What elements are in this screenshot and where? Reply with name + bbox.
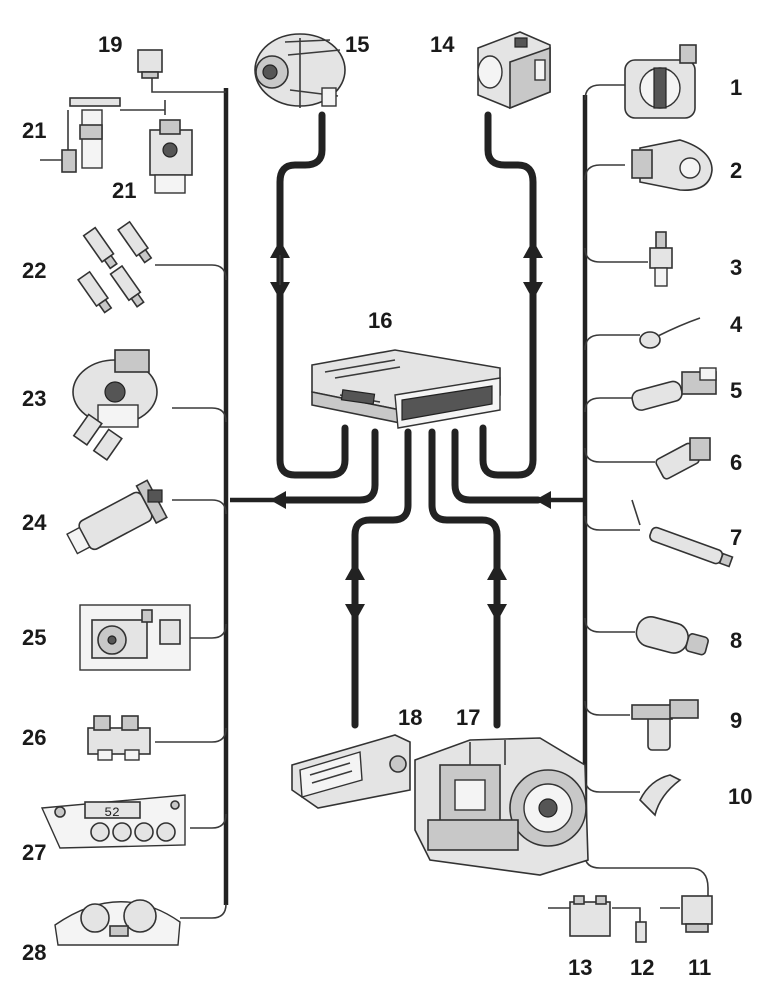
brake-pedal-switch bbox=[639, 774, 682, 817]
coolant-temperature-sensor bbox=[649, 231, 673, 287]
label-21-regulator: 21 bbox=[112, 178, 136, 203]
wire-25 bbox=[190, 623, 227, 639]
knock-sensor bbox=[639, 317, 701, 349]
label-15: 15 bbox=[345, 32, 369, 57]
label-17: 17 bbox=[456, 705, 480, 730]
label-11: 11 bbox=[688, 955, 711, 980]
fuel-pressure-regulator bbox=[149, 119, 193, 194]
wire-1 bbox=[584, 84, 625, 101]
label-24: 24 bbox=[22, 510, 47, 535]
wire-23 bbox=[172, 407, 227, 423]
fuel-pump bbox=[40, 97, 121, 173]
ignition-coil bbox=[87, 715, 151, 761]
link-17 bbox=[428, 428, 501, 729]
label-26: 26 bbox=[22, 725, 46, 750]
label-4: 4 bbox=[730, 312, 743, 337]
wire-battery bbox=[548, 907, 680, 925]
idle-air-control-valve bbox=[66, 479, 168, 555]
wire-24 bbox=[172, 499, 227, 515]
label-3: 3 bbox=[730, 255, 742, 280]
label-13: 13 bbox=[568, 955, 592, 980]
camshaft-position-sensor bbox=[655, 437, 711, 480]
link-18 bbox=[351, 428, 412, 729]
abs-modulator bbox=[477, 31, 551, 110]
label-6: 6 bbox=[730, 450, 742, 475]
label-23: 23 bbox=[22, 386, 46, 411]
arrow-15 bbox=[270, 240, 290, 300]
vehicle-speed-sensor bbox=[631, 699, 699, 751]
label-19: 19 bbox=[98, 32, 122, 57]
throttle-position-sensor bbox=[631, 139, 713, 191]
label-9: 9 bbox=[730, 708, 742, 733]
arrow-17 bbox=[487, 562, 507, 622]
panel-display-value: 52 bbox=[104, 805, 120, 820]
wire-9 bbox=[584, 700, 630, 716]
label-1: 1 bbox=[730, 75, 742, 100]
arrow-18 bbox=[345, 562, 365, 622]
wire-2 bbox=[584, 164, 625, 181]
wire-21-pump bbox=[120, 100, 166, 115]
wire-4 bbox=[584, 334, 640, 351]
arrow-14 bbox=[523, 240, 543, 300]
label-21-pump: 21 bbox=[22, 118, 46, 143]
wire-22 bbox=[155, 264, 227, 281]
output-to-left-bus bbox=[278, 428, 379, 504]
wire-6 bbox=[584, 447, 655, 463]
relay-19 bbox=[137, 49, 163, 79]
wire-10 bbox=[584, 777, 640, 793]
label-22: 22 bbox=[22, 258, 46, 283]
fuse-12 bbox=[635, 921, 647, 943]
distributor bbox=[72, 349, 158, 462]
battery-13 bbox=[569, 895, 611, 937]
wire-27 bbox=[190, 813, 227, 829]
label-25: 25 bbox=[22, 625, 46, 650]
instrument-panel-27: 52 bbox=[40, 794, 186, 849]
instrument-cluster bbox=[54, 899, 181, 946]
label-16: 16 bbox=[368, 308, 392, 333]
wire-7 bbox=[584, 515, 640, 531]
oxygen-sensor bbox=[631, 499, 734, 568]
throttle-body bbox=[624, 44, 697, 119]
wire-19 bbox=[151, 78, 226, 93]
label-7: 7 bbox=[730, 525, 742, 550]
link-15 bbox=[276, 111, 349, 479]
label-28: 28 bbox=[22, 940, 46, 965]
callout-labels: 19 21 21 22 23 24 25 26 27 28 15 14 16 1… bbox=[22, 32, 752, 980]
wire-5 bbox=[584, 397, 635, 413]
label-14: 14 bbox=[430, 32, 455, 57]
wire-28 bbox=[180, 903, 227, 919]
input-from-right-bus bbox=[451, 428, 542, 504]
wire-26 bbox=[155, 727, 227, 743]
alternator bbox=[254, 33, 346, 108]
label-2: 2 bbox=[730, 158, 742, 183]
link-14 bbox=[479, 111, 537, 479]
fuel-injectors bbox=[77, 220, 153, 314]
relay-11 bbox=[681, 895, 713, 933]
oil-pressure-switch bbox=[635, 616, 709, 656]
output-arrow-left bbox=[270, 491, 286, 509]
crankshaft-position-sensor bbox=[631, 367, 717, 411]
label-8: 8 bbox=[730, 628, 742, 653]
label-27: 27 bbox=[22, 840, 46, 865]
ecu-module bbox=[311, 349, 501, 429]
label-12: 12 bbox=[630, 955, 654, 980]
input-arrow-right bbox=[535, 491, 551, 509]
wiring bbox=[120, 78, 709, 925]
radiator-fan-panel bbox=[79, 604, 191, 671]
label-18: 18 bbox=[398, 705, 422, 730]
automatic-transmission bbox=[414, 737, 589, 876]
label-5: 5 bbox=[730, 378, 742, 403]
label-10: 10 bbox=[728, 784, 752, 809]
wire-8 bbox=[584, 617, 635, 633]
sensor-bracket bbox=[291, 734, 411, 809]
wire-3 bbox=[584, 247, 648, 263]
wire-11-13 bbox=[584, 854, 709, 898]
